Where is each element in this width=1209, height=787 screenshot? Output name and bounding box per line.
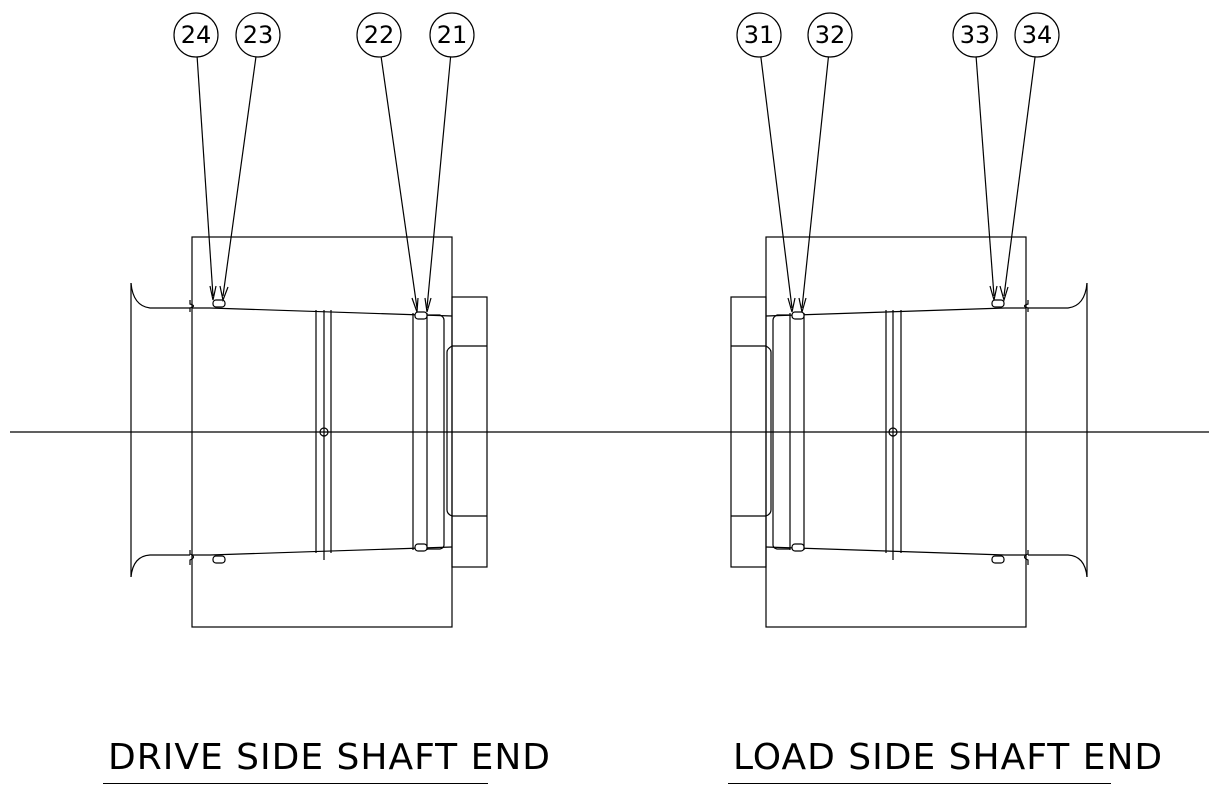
drive-caption-underline — [103, 783, 488, 784]
balloon-34: 34 — [1014, 12, 1060, 58]
svg-text:31: 31 — [744, 21, 775, 49]
balloon-31: 31 — [736, 12, 782, 58]
drive-center-mark — [319, 427, 329, 437]
svg-text:21: 21 — [437, 21, 468, 49]
balloon-21: 21 — [429, 12, 475, 58]
balloon-33: 33 — [952, 12, 998, 58]
load-oring-32-top — [791, 311, 805, 320]
svg-text:33: 33 — [960, 21, 991, 49]
balloon-32: 32 — [807, 12, 853, 58]
svg-text:24: 24 — [181, 21, 212, 49]
balloon-24: 24 — [173, 12, 219, 58]
balloon-22: 22 — [356, 12, 402, 58]
balloon-23: 23 — [235, 12, 281, 58]
drive-side-assembly — [130, 39, 488, 628]
load-oring-33-top — [991, 299, 1005, 308]
load-nut — [730, 296, 767, 568]
svg-text:32: 32 — [815, 21, 846, 49]
load-oring-33-bottom — [991, 555, 1005, 564]
load-side-caption: LOAD SIDE SHAFT END — [733, 737, 1164, 778]
part-balloons: 24 23 22 21 31 32 33 34 — [173, 12, 1060, 58]
drive-oring-21-top — [414, 311, 428, 320]
drive-side-caption: DRIVE SIDE SHAFT END — [108, 737, 551, 778]
svg-text:22: 22 — [364, 21, 395, 49]
svg-text:34: 34 — [1022, 21, 1053, 49]
drive-oring-21-bottom — [414, 543, 428, 552]
load-caption-underline — [728, 783, 1111, 784]
drive-oring-23-bottom — [212, 555, 226, 564]
svg-text:23: 23 — [243, 21, 274, 49]
load-center-mark — [888, 427, 898, 437]
load-side-assembly — [730, 41, 1088, 628]
load-oring-32-bottom — [791, 543, 805, 552]
drive-oring-23-top — [212, 299, 226, 308]
drive-nut — [451, 296, 488, 568]
